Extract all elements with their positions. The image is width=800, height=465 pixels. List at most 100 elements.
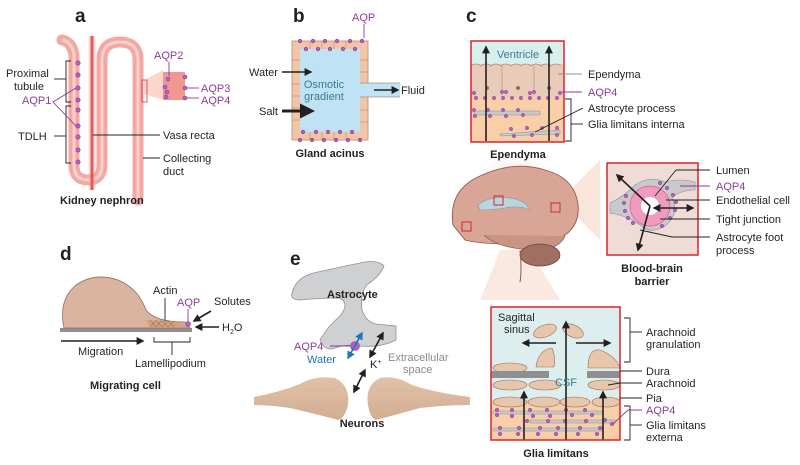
bbb-arrow-nw <box>615 173 651 207</box>
caption-gland-acinus: Gland acinus <box>295 148 364 160</box>
label-lamellipodium: Lamellipodium <box>135 358 206 370</box>
panel-b-gland-acinus: b AQP Water Salt Osmotic gradient Fluid … <box>249 6 425 160</box>
label-glia-limitans-externa-1: Glia limitans <box>646 420 706 432</box>
dura-left <box>491 371 549 378</box>
cell-divisions <box>292 41 368 140</box>
label-space: space <box>403 364 432 376</box>
label-aqp4-ependyma: AQP4 <box>588 87 617 99</box>
label-tight-junction: Tight junction <box>716 214 781 226</box>
panel-letter-a: a <box>75 6 86 27</box>
label-water-astrocyte: Water <box>307 354 336 366</box>
brainstem <box>519 249 522 283</box>
label-aqp-gland: AQP <box>352 12 375 24</box>
lamellipodium-bracket <box>153 337 191 343</box>
label-extracellular: Extracellular <box>388 352 449 364</box>
bbb-marker <box>550 202 561 213</box>
k-arrow-lower <box>353 368 366 394</box>
label-ependyma-layer: Ependyma <box>588 69 641 81</box>
label-k-ion: K+ <box>370 359 381 371</box>
ependyma-frame <box>470 40 565 143</box>
k-arrow-upper <box>369 331 384 359</box>
caption-glia-limitans: Glia limitans <box>523 448 588 460</box>
label-aqp4-kidney: AQP4 <box>201 95 230 107</box>
glia-limitans-inset: Sagittal sinus CSF <box>490 306 621 441</box>
label-lumen: Lumen <box>716 165 750 177</box>
label-astrocyte-foot: Astrocyte foot <box>716 232 783 244</box>
proximal-tubule-bracket <box>65 60 71 103</box>
panel-letter-d: d <box>60 244 72 265</box>
caption-barrier: barrier <box>635 276 671 288</box>
ependymal-cells <box>471 64 564 97</box>
label-astrocyte-process: Astrocyte process <box>588 103 676 115</box>
bbb-frame <box>606 162 699 256</box>
label-fluid: Fluid <box>401 85 425 97</box>
label-csf: CSF <box>555 377 577 389</box>
label-salt: Salt <box>259 106 278 118</box>
label-ventricle: Ventricle <box>497 49 539 61</box>
arachnoid-cells <box>492 323 621 408</box>
label-k: K <box>370 359 378 371</box>
label-k-sup: + <box>377 359 381 366</box>
astrocyte-shape <box>291 261 397 350</box>
actin-mesh <box>146 320 186 328</box>
bbb-arrow-sw <box>635 205 651 252</box>
substrate <box>60 328 192 332</box>
label-actin: Actin <box>153 285 177 297</box>
panel-letter-e: e <box>290 249 301 270</box>
solutes-arrow <box>192 310 212 322</box>
aqp1-pointer <box>52 87 77 127</box>
label-aqp3: AQP3 <box>201 83 230 95</box>
bbb-inset <box>606 162 699 256</box>
aqp-channel-icon <box>185 321 191 327</box>
label-sinus: sinus <box>504 324 530 336</box>
label-foot-process: process <box>716 245 755 257</box>
aqp4-dots-glia <box>494 407 615 437</box>
label-arachnoid: Arachnoid <box>646 378 696 390</box>
caption-kidney-nephron: Kidney nephron <box>60 195 144 207</box>
panel-a-kidney-nephron: a Proximal tubule AQP1 TDLH AQ <box>6 6 230 207</box>
label-endothelial-cell: Endothelial cell <box>716 195 790 207</box>
label-gradient: gradient <box>304 91 344 103</box>
neuron-left <box>254 377 349 420</box>
label-aqp4-glia: AQP4 <box>646 405 675 417</box>
label-duct: duct <box>163 166 184 178</box>
label-arachnoid-granulation-2: granulation <box>646 339 700 351</box>
label-h2o-sub: 2 <box>230 329 234 336</box>
neuron-right <box>367 377 470 420</box>
label-collecting: Collecting <box>163 153 211 165</box>
label-glia-limitans-externa-2: externa <box>646 432 684 444</box>
label-tubule: tubule <box>14 81 44 93</box>
aqp1-dots <box>75 60 81 165</box>
label-migration: Migration <box>78 346 123 358</box>
dura-right <box>587 371 620 378</box>
ependyma-inset: Ventricle <box>470 40 565 143</box>
ependyma-marker <box>493 195 504 206</box>
label-h2o: H2O <box>222 322 243 336</box>
label-tdlh: TDLH <box>18 131 47 143</box>
aqp2-3-4-dots <box>162 74 188 101</box>
inset-marker <box>141 79 148 103</box>
label-pia: Pia <box>646 393 663 405</box>
aqp4-dots-ependyma <box>472 90 562 138</box>
label-arachnoid-granulation-1: Arachnoid <box>646 327 696 339</box>
glia-limitans-frame <box>490 306 621 441</box>
nephron-lumen <box>61 38 140 200</box>
label-vasa-recta: Vasa recta <box>163 130 216 142</box>
cell-body <box>62 276 191 329</box>
label-proximal: Proximal <box>6 68 49 80</box>
label-aqp4-astrocyte: AQP4 <box>294 341 323 353</box>
label-solutes: Solutes <box>214 296 251 308</box>
tdlh-bracket <box>65 105 71 164</box>
panel-letter-b: b <box>293 6 305 27</box>
caption-ependyma: Ependyma <box>490 149 547 161</box>
label-aqp4-bbb: AQP4 <box>716 181 745 193</box>
label-water-gland: Water <box>249 67 278 79</box>
caption-blood-brain: Blood-brain <box>621 263 683 275</box>
ventricle-region <box>471 41 564 64</box>
panel-d-migrating-cell: d AQP Actin Solutes H2O Migration Lamell… <box>60 244 251 392</box>
water-bidirectional-arrow <box>347 331 363 360</box>
aqp-dots-gland <box>297 38 365 143</box>
panel-c-brain: c Ventricle <box>451 6 790 460</box>
glia-limitans-marker <box>461 221 472 232</box>
